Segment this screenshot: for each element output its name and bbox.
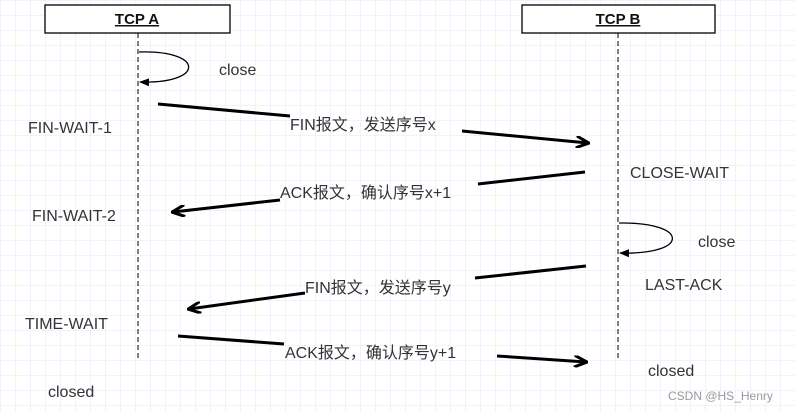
message-fin-y: FIN报文，发送序号y	[189, 264, 587, 309]
message-ack-y1-label: ACK报文，确认序号y+1	[285, 344, 456, 362]
state-a-close: close	[219, 62, 256, 79]
self-loop-a-arrow	[138, 51, 190, 87]
state-time-wait: TIME-WAIT	[25, 316, 108, 333]
watermark: CSDN @HS_Henry	[668, 389, 773, 403]
participant-tcp-b: TCP B	[521, 4, 716, 34]
message-fin-x-label: FIN报文，发送序号x	[290, 116, 436, 134]
self-loop-b-arrow	[618, 222, 673, 258]
state-fin-wait-1: FIN-WAIT-1	[28, 120, 112, 137]
state-a-closed: closed	[48, 384, 94, 401]
participant-a-label: TCP A	[115, 11, 159, 28]
state-b-closed: closed	[648, 363, 694, 380]
state-close-wait: CLOSE-WAIT	[630, 165, 729, 182]
message-fin-x: FIN报文，发送序号x	[157, 102, 588, 143]
state-last-ack: LAST-ACK	[645, 277, 723, 294]
state-b-close: close	[698, 234, 735, 251]
message-ack-x1-label: ACK报文，确认序号x+1	[280, 184, 451, 202]
message-fin-y-label: FIN报文，发送序号y	[305, 279, 451, 297]
message-ack-x1: ACK报文，确认序号x+1	[173, 170, 586, 212]
message-ack-y1: ACK报文，确认序号y+1	[177, 334, 586, 362]
participant-tcp-a: TCP A	[44, 4, 231, 34]
state-fin-wait-2: FIN-WAIT-2	[32, 208, 116, 225]
participant-b-label: TCP B	[596, 11, 641, 28]
